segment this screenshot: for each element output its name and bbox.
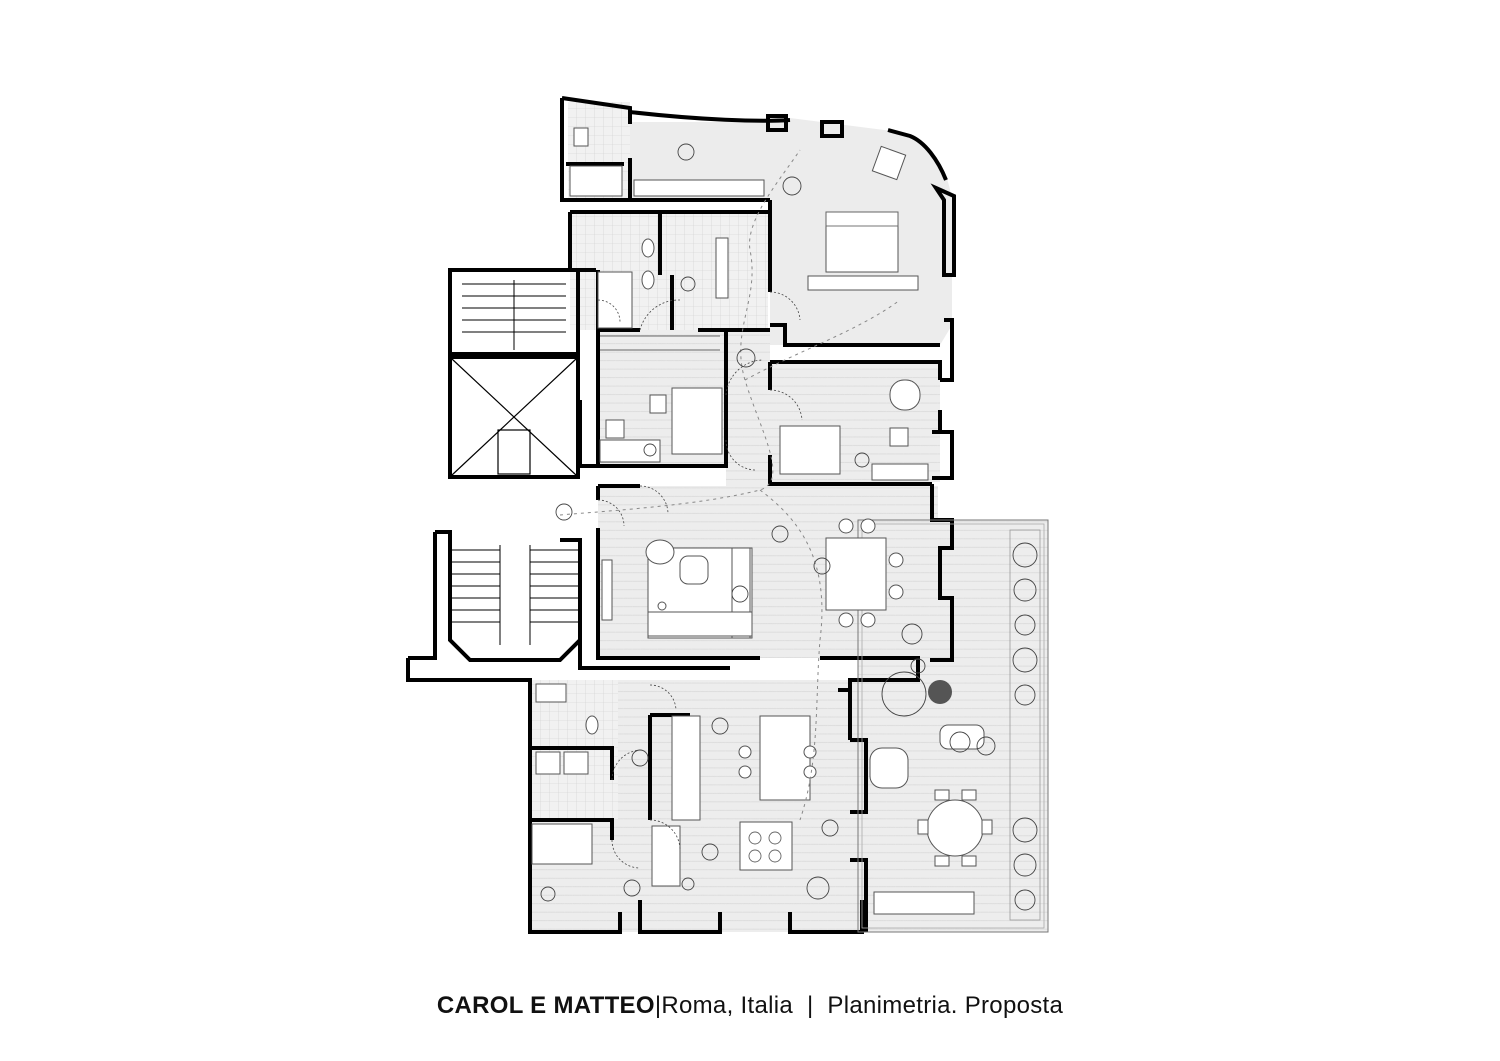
- figures-and-plants: [540, 143, 996, 902]
- project-location: Roma, Italia: [661, 992, 794, 1019]
- drawing-caption: CAROL E MATTEO|Roma, Italia | Planimetri…: [0, 992, 1500, 1020]
- furniture: [531, 127, 929, 887]
- door-swings: [597, 291, 803, 869]
- circulation-paths: [559, 149, 901, 821]
- drawing-title: Planimetria. Proposta: [827, 992, 1064, 1019]
- caption-separator: |: [654, 992, 662, 1019]
- project-name: CAROL E MATTEO: [436, 992, 655, 1019]
- stairwell-upper: [448, 268, 580, 356]
- elevator-shaft: [448, 355, 580, 479]
- terrace: [857, 519, 1049, 933]
- caption-separator-2: |: [793, 992, 828, 1019]
- stairwell-lower: [435, 530, 582, 662]
